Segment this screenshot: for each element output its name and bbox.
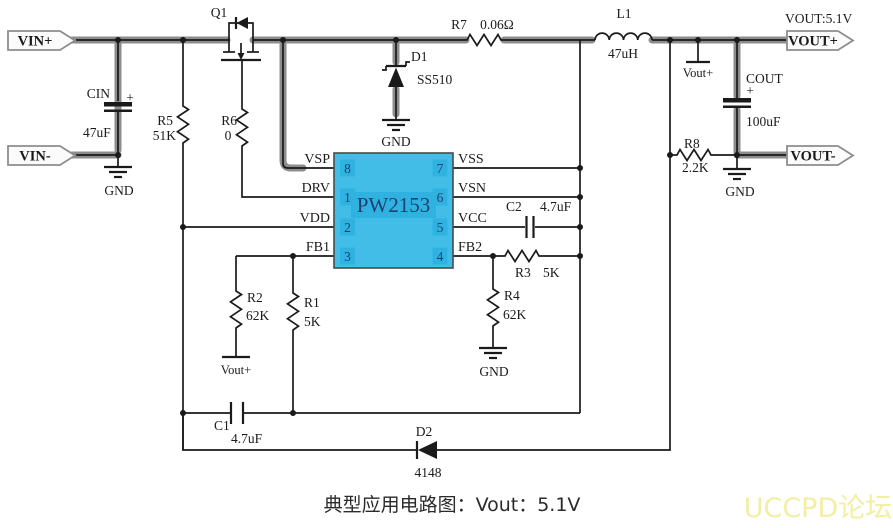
c1-ref: C1: [214, 418, 230, 433]
ic-part-number: PW2153: [357, 193, 431, 217]
inductor-l1: L1 47uH: [594, 6, 653, 61]
resistor-r7: R7 0.06Ω: [451, 17, 514, 48]
ground-r4: GND: [479, 346, 509, 379]
vout-plus-net-label: Vout+: [221, 363, 251, 377]
capacitor-cout: COUT + 100uF: [723, 71, 784, 129]
cout-polarity: +: [746, 83, 754, 98]
d1-ref: D1: [411, 49, 428, 64]
pin-label-fb1: FB1: [306, 240, 330, 255]
terminal-label: VOUT-: [790, 149, 835, 165]
pin-number-2: 2: [344, 220, 351, 235]
schematic-caption: 典型应用电路图：Vout：5.1V: [324, 494, 581, 516]
resistor-r3: R3 5K: [503, 248, 560, 280]
d2-value: 4148: [415, 465, 442, 480]
cout-ref: COUT: [746, 71, 784, 86]
cin-polarity: +: [126, 90, 134, 105]
r6-ref: R6: [221, 113, 237, 128]
transistor-q1: Q1: [211, 5, 261, 62]
r6-value: 0: [225, 128, 232, 143]
pin-number-4: 4: [437, 249, 444, 264]
r5-ref: R5: [157, 113, 173, 128]
q1-ref: Q1: [211, 5, 228, 20]
c2-ref: C2: [506, 199, 522, 214]
net-label-vout-plus-top: Vout+: [683, 60, 713, 80]
l1-value: 47uH: [608, 46, 638, 61]
cout-value: 100uF: [746, 114, 781, 129]
terminal-vout-plus: VOUT+: [786, 30, 855, 51]
terminal-vin-minus: VIN-: [7, 145, 77, 166]
d1-value: SS510: [417, 72, 453, 87]
cin-ref: CIN: [87, 86, 111, 101]
d2-ref: D2: [416, 424, 433, 439]
r3-ref: R3: [515, 265, 531, 280]
r8-value: 2.2K: [682, 160, 709, 175]
pin-label-vsp: VSP: [304, 152, 330, 167]
cin-value: 47uF: [83, 125, 111, 140]
r2-ref: R2: [247, 290, 263, 305]
c1-value: 4.7uF: [231, 431, 263, 446]
gnd-label: GND: [381, 134, 410, 149]
r5-value: 51K: [153, 128, 177, 143]
r7-ref: R7: [451, 17, 467, 32]
net-label-vout-plus-fb: Vout+: [221, 355, 251, 377]
resistor-r2: R2 62K: [228, 289, 270, 331]
pin-label-vdd: VDD: [300, 211, 330, 226]
pin-number-8: 8: [344, 161, 351, 176]
terminal-label: VIN+: [18, 34, 53, 50]
r1-value: 5K: [304, 314, 321, 329]
r2-value: 62K: [246, 308, 270, 323]
capacitor-c2: C2 4.7uF: [506, 199, 572, 238]
resistor-r1: R1 5K: [285, 291, 321, 333]
resistor-r6: R6 0: [221, 107, 250, 149]
junction-dots: [115, 37, 740, 416]
vout-plus-net-label: Vout+: [683, 66, 713, 80]
pin-number-7: 7: [437, 161, 444, 176]
wires: [76, 39, 787, 451]
ground-cout: GND: [723, 167, 755, 199]
ic-pw2153: PW2153 8 1 2 3 7 6 5 4 VSP DRV VDD FB1 V…: [300, 152, 487, 269]
resistor-r5: R5 51K: [153, 104, 191, 146]
pin-label-vss: VSS: [458, 152, 484, 167]
watermark: UCCPD论坛: [744, 493, 893, 524]
diode-d1: D1 SS510: [382, 49, 453, 87]
l1-ref: L1: [617, 6, 632, 21]
ground-d1: GND: [381, 118, 411, 149]
diode-d2: D2 4148: [415, 424, 442, 480]
r1-ref: R1: [304, 295, 320, 310]
pin-label-vsn: VSN: [458, 181, 486, 196]
terminal-label: VOUT+: [788, 34, 838, 50]
r3-value: 5K: [543, 265, 560, 280]
resistor-r8: R8 2.2K: [675, 136, 713, 175]
r8-ref: R8: [684, 136, 700, 151]
c2-value: 4.7uF: [540, 199, 572, 214]
pin-number-3: 3: [344, 249, 351, 264]
gnd-label: GND: [104, 183, 133, 198]
pin-number-5: 5: [437, 220, 444, 235]
resistor-r4: R4 62K: [485, 287, 527, 329]
ground-cin: GND: [104, 165, 134, 198]
r4-ref: R4: [504, 288, 520, 303]
pin-number-1: 1: [344, 190, 351, 205]
capacitor-cin: CIN + 47uF: [83, 86, 134, 140]
terminal-vout-minus: VOUT-: [786, 145, 855, 166]
gnd-label: GND: [725, 184, 754, 199]
terminal-vin-plus: VIN+: [7, 30, 77, 51]
pin-label-vcc: VCC: [458, 211, 487, 226]
pin-number-6: 6: [437, 190, 444, 205]
output-voltage-note: VOUT:5.1V: [785, 11, 852, 26]
net-highlights: [68, 36, 793, 172]
r7-value: 0.06Ω: [480, 17, 514, 32]
gnd-label: GND: [479, 364, 508, 379]
terminal-label: VIN-: [19, 149, 51, 165]
pin-label-fb2: FB2: [458, 240, 482, 255]
capacitor-c1: C1 4.7uF: [214, 402, 263, 446]
r4-value: 62K: [503, 307, 527, 322]
pin-label-drv: DRV: [302, 181, 330, 196]
